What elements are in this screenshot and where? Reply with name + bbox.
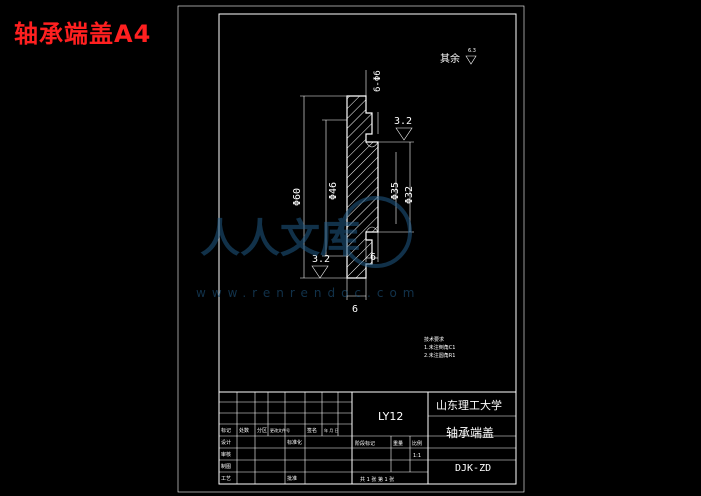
svg-text:批准: 批准 xyxy=(287,475,297,482)
dimension-texts: 6-Φ6 Φ60 Φ46 Φ35 Φ32 3.2 3.2 6 6 xyxy=(292,70,415,315)
svg-text:6-Φ6: 6-Φ6 xyxy=(373,70,383,92)
svg-text:1.未注倒角C1: 1.未注倒角C1 xyxy=(424,344,455,351)
svg-text:LY12: LY12 xyxy=(378,410,403,423)
svg-text:轴承端盖: 轴承端盖 xyxy=(446,425,494,440)
svg-text:制图: 制图 xyxy=(221,463,231,470)
svg-text:工艺: 工艺 xyxy=(221,476,231,482)
svg-text:Φ60: Φ60 xyxy=(292,188,303,206)
svg-text:人人文库: 人人文库 xyxy=(200,216,360,262)
svg-text:山东理工大学: 山东理工大学 xyxy=(436,398,502,412)
svg-text:3.2: 3.2 xyxy=(394,116,412,127)
svg-text:共 1 张 第 1 张: 共 1 张 第 1 张 xyxy=(360,476,394,483)
svg-text:Φ35: Φ35 xyxy=(390,182,401,200)
tech-requirements: 技术要求 1.未注倒角C1 2.未注圆角R1 xyxy=(424,336,455,359)
svg-text:技术要求: 技术要求 xyxy=(424,336,444,343)
roughness-note: 其余 6.3 xyxy=(440,48,477,65)
svg-text:标记: 标记 xyxy=(221,427,231,434)
svg-text:Φ32: Φ32 xyxy=(404,186,415,204)
svg-text:设计: 设计 xyxy=(221,439,231,446)
svg-text:比例: 比例 xyxy=(412,440,422,447)
svg-text:审核: 审核 xyxy=(221,451,231,458)
svg-text:更改文件号: 更改文件号 xyxy=(270,427,290,433)
svg-text:6: 6 xyxy=(352,304,358,315)
watermark: 人人文库 www.renrendoc.com xyxy=(196,196,420,300)
svg-text:分区: 分区 xyxy=(257,427,267,434)
svg-text:年 月 日: 年 月 日 xyxy=(324,427,339,433)
svg-text:标准化: 标准化 xyxy=(287,439,302,446)
svg-text:处数: 处数 xyxy=(239,427,249,434)
svg-text:签名: 签名 xyxy=(307,427,317,434)
svg-text:Φ46: Φ46 xyxy=(328,182,339,200)
svg-text:1:1: 1:1 xyxy=(413,453,421,459)
svg-text:重量: 重量 xyxy=(393,440,403,447)
svg-text:DJK-ZD: DJK-ZD xyxy=(455,463,491,474)
title-block: 标记 处数 分区 更改文件号 签名 年 月 日 设计 标准化 审核 制图 工艺 … xyxy=(218,391,517,485)
overlay-title: 轴承端盖A4 xyxy=(14,20,152,48)
svg-text:2.未注圆角R1: 2.未注圆角R1 xyxy=(424,352,455,359)
svg-text:6.3: 6.3 xyxy=(468,48,476,54)
dimension-lines xyxy=(300,70,414,297)
svg-text:www.renrendoc.com: www.renrendoc.com xyxy=(196,286,420,300)
svg-text:6: 6 xyxy=(370,252,376,263)
svg-text:其余: 其余 xyxy=(440,52,460,65)
outer-border xyxy=(177,5,525,493)
svg-text:阶段标记: 阶段标记 xyxy=(355,440,375,447)
svg-text:3.2: 3.2 xyxy=(312,254,330,265)
